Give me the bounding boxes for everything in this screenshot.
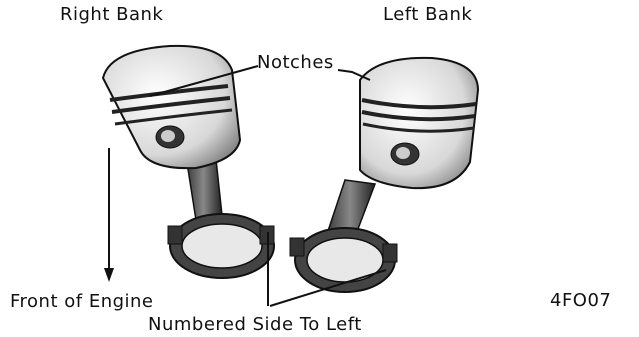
figure-code: 4FO07 <box>550 290 612 311</box>
notches-leader-right <box>149 65 259 97</box>
right-bank-label: Right Bank <box>60 4 164 25</box>
numbered-side-label: Numbered Side To Left <box>148 314 362 335</box>
right-bank-piston <box>101 44 275 279</box>
notches-leader-left <box>337 69 371 81</box>
left-bank-label: Left Bank <box>383 4 473 25</box>
left-bank-piston <box>289 56 480 293</box>
notches-label: Notches <box>257 52 334 73</box>
front-of-engine-label: Front of Engine <box>10 291 154 312</box>
front-arrow <box>104 148 114 282</box>
numbered-leader-diagonal <box>269 269 387 307</box>
